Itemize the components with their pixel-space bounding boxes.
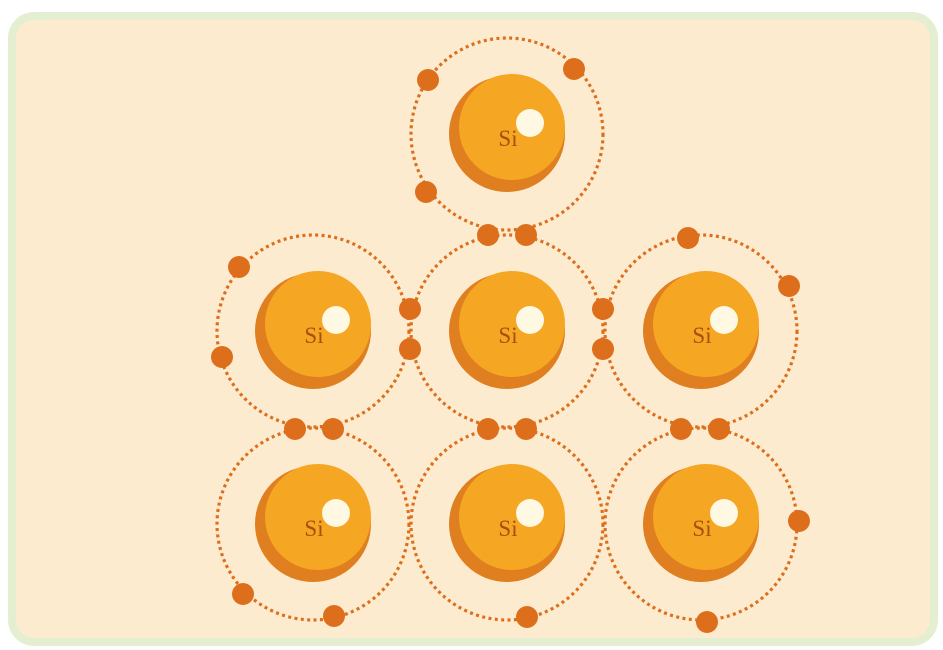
atom-label-si: Si — [692, 516, 711, 541]
valence-electron — [399, 338, 421, 360]
valence-electron — [677, 227, 699, 249]
nucleus-highlight — [322, 306, 350, 334]
valence-electron — [563, 58, 585, 80]
nucleus-highlight — [516, 109, 544, 137]
valence-electron — [417, 69, 439, 91]
valence-electron — [592, 338, 614, 360]
valence-electron — [788, 510, 810, 532]
valence-electron — [516, 606, 538, 628]
valence-electron — [228, 256, 250, 278]
valence-electron — [323, 605, 345, 627]
atom-label-si: Si — [498, 126, 517, 151]
nucleus-highlight — [710, 499, 738, 527]
valence-electron — [477, 224, 499, 246]
valence-electron — [708, 418, 730, 440]
valence-electron — [515, 418, 537, 440]
nucleus-highlight — [516, 306, 544, 334]
atom-label-si: Si — [304, 516, 323, 541]
valence-electron — [211, 346, 233, 368]
valence-electron — [322, 418, 344, 440]
valence-electron — [696, 611, 718, 633]
valence-electron — [284, 418, 306, 440]
nucleus-highlight — [322, 499, 350, 527]
nucleus-highlight — [710, 306, 738, 334]
nucleus-highlight — [516, 499, 544, 527]
valence-electron — [670, 418, 692, 440]
valence-electron — [778, 275, 800, 297]
atom-label-si: Si — [498, 323, 517, 348]
valence-electron — [592, 298, 614, 320]
atom-label-si: Si — [304, 323, 323, 348]
valence-electron — [477, 418, 499, 440]
valence-electron — [399, 298, 421, 320]
atom-label-si: Si — [692, 323, 711, 348]
valence-electron — [232, 583, 254, 605]
valence-electron — [515, 224, 537, 246]
atom-label-si: Si — [498, 516, 517, 541]
valence-electron — [415, 181, 437, 203]
